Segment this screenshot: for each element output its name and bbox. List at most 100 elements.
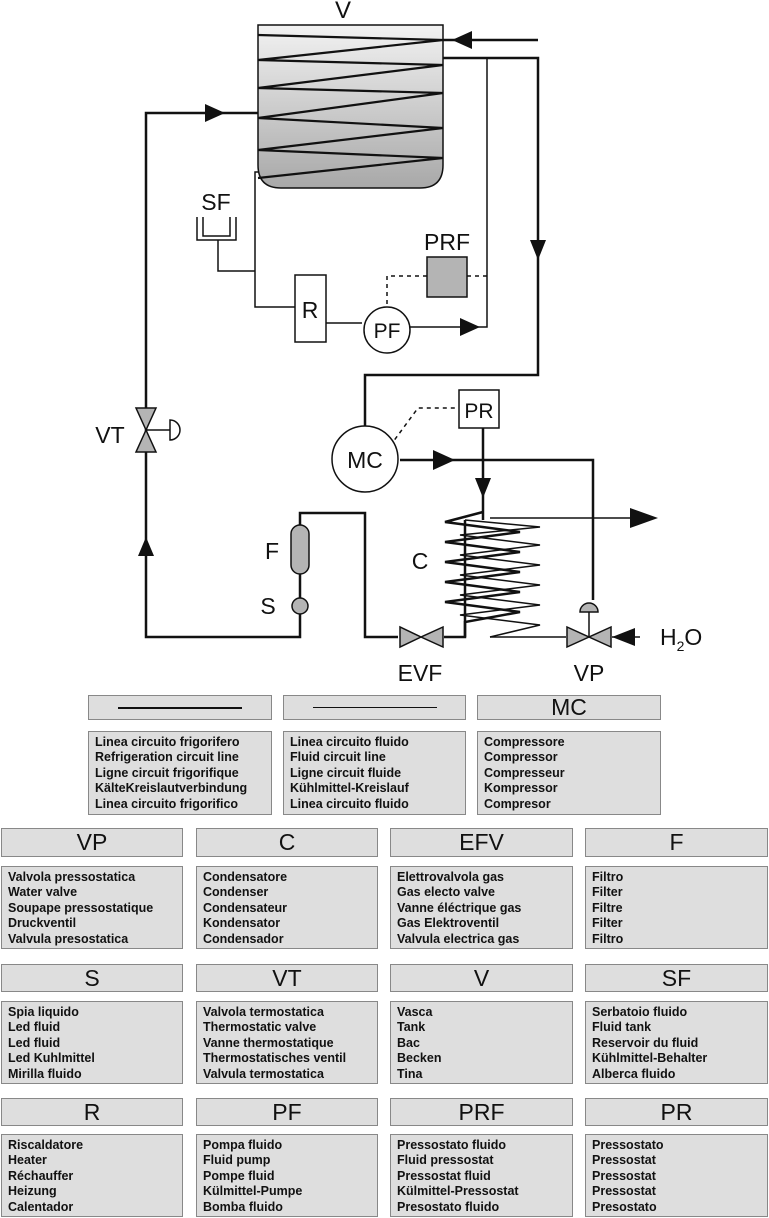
label-c: C: [412, 548, 429, 574]
arrow-pr-down: [475, 478, 491, 498]
fluid-lines: [217, 58, 655, 638]
legend-item: Led fluid: [8, 1035, 61, 1050]
arrow-outlet: [630, 508, 658, 528]
legend-item: Druckventil: [8, 916, 77, 931]
legend-header-pr: PR: [585, 1098, 768, 1126]
legend-item: Water valve: [8, 885, 78, 900]
legend-item: Riscaldatore: [8, 1138, 84, 1152]
legend-item: Külmittel-Pumpe: [203, 1184, 303, 1199]
arrow-vt-up: [138, 537, 154, 556]
label-r: R: [302, 297, 319, 323]
legend-header-s: S: [1, 964, 183, 992]
arrow-pf-out: [460, 318, 480, 336]
legend-item: Alberca fluido: [592, 1066, 676, 1081]
label-prf: PRF: [424, 229, 470, 255]
legend-item: Elettrovalvola gas: [397, 870, 504, 884]
legend-header-mc: MC: [477, 694, 661, 720]
legend-box-c: Condensatore Condenser Condensateur Kond…: [196, 866, 378, 949]
legend-item: Condensateur: [203, 900, 288, 915]
diagram-labels: V SF PRF R PF VT MC PR F S C EVF VP H2O: [95, 0, 702, 686]
legend-box-f: Filtro Filter Filtre Filter Filtro: [585, 866, 768, 949]
legend-box-efv: Elettrovalvola gas Gas electo valve Vann…: [390, 866, 573, 949]
legend-item: Fluid tank: [592, 1020, 652, 1035]
legend-box-vt: Valvola termostatica Thermostatic valve …: [196, 1001, 378, 1084]
legend-item: Calentador: [8, 1199, 74, 1214]
legend-item: Compressor: [484, 750, 558, 765]
legend-box-sf: Serbatoio fluido Fluid tank Reservoir du…: [585, 1001, 768, 1084]
legend-header-c: C: [196, 828, 378, 857]
legend-item: Soupape pressostatique: [8, 900, 154, 915]
legend-box-vp: Valvola pressostatica Water valve Soupap…: [1, 866, 183, 949]
legend-item: Linea circuito fluido: [290, 796, 409, 811]
legend-item: Valvola pressostatica: [8, 870, 136, 884]
legend-box-v: Vasca Tank Bac Becken Tina: [390, 1001, 573, 1084]
legend-item: Réchauffer: [8, 1168, 74, 1183]
legend-item: Pressostat: [592, 1153, 656, 1168]
legend-item: Mirilla fluido: [8, 1066, 82, 1081]
compressor-mc: [331, 425, 399, 493]
flow-arrows: [138, 31, 658, 646]
legend-item: Filtro: [592, 870, 624, 884]
legend-item: Pressostat: [592, 1184, 656, 1199]
legend-item: Heizung: [8, 1184, 57, 1199]
arrow-h2o-in: [612, 628, 635, 646]
legend-item: Fluid pump: [203, 1153, 271, 1168]
legend-item: Filter: [592, 916, 623, 931]
thin-line-sample: [312, 707, 437, 708]
thermostatic-valve-vt: [134, 407, 181, 453]
label-evf: EVF: [398, 660, 443, 686]
heater-r: [294, 274, 327, 343]
legend-header-r: R: [1, 1098, 183, 1126]
legend-item: Pompa fluido: [203, 1138, 283, 1152]
legend-item: Valvula termostatica: [203, 1066, 324, 1081]
legend-item: Pressostat fluid: [397, 1168, 491, 1183]
legend-item: Ligne circuit fluide: [290, 765, 402, 780]
label-pf: PF: [374, 320, 401, 343]
label-pr: PR: [464, 400, 493, 423]
legend-box-refrigeration-line: Linea circuito frigorifero Refrigeration…: [88, 731, 272, 815]
arrow-right-line: [530, 240, 546, 260]
gas-valve-evf: [399, 625, 444, 649]
legend-item: Spia liquido: [8, 1005, 79, 1019]
legend-item: Bac: [397, 1035, 420, 1050]
legend-item: Heater: [8, 1153, 47, 1168]
legend-header-prf: PRF: [390, 1098, 573, 1126]
legend-item: KälteKreislautverbindung: [95, 781, 248, 796]
prf-box: [426, 256, 468, 298]
legend-item: Fluid circuit line: [290, 750, 386, 765]
legend-item: Pressostat: [592, 1168, 656, 1183]
legend-item: Linea circuito fluido: [290, 735, 409, 749]
label-mc: MC: [347, 447, 383, 473]
legend-item: Gas Elektroventil: [397, 916, 500, 931]
legend-item: Condensador: [203, 931, 284, 946]
legend-item: Filter: [592, 885, 623, 900]
legend-item: Gas electo valve: [397, 885, 495, 900]
legend-item: Thermostatisches ventil: [203, 1051, 347, 1066]
legend-item: Fluid pressostat: [397, 1153, 494, 1168]
legend-header-pf: PF: [196, 1098, 378, 1126]
legend-item: Thermostatic valve: [203, 1020, 317, 1035]
label-vp: VP: [574, 660, 605, 686]
legend-header-f: F: [585, 828, 768, 857]
legend-header-v: V: [390, 964, 573, 992]
legend-item: Reservoir du fluid: [592, 1035, 699, 1050]
arrow-mc-out: [433, 450, 455, 470]
label-f: F: [265, 538, 279, 564]
legend-box-pf: Pompa fluido Fluid pump Pompe fluid Külm…: [196, 1134, 378, 1217]
legend-item: Filtre: [592, 900, 623, 915]
legend-box-prf: Pressostato fluido Fluid pressostat Pres…: [390, 1134, 573, 1217]
arrow-top: [452, 31, 472, 49]
legend-item: Kühlmittel-Kreislauf: [290, 781, 409, 796]
legend-item: Filtro: [592, 931, 624, 946]
label-s: S: [260, 593, 275, 619]
legend-header-fluid-line: [283, 695, 466, 720]
legend-item: Kondensator: [203, 916, 281, 931]
filter-f: [290, 524, 310, 575]
legend-item: Külmittel-Pressostat: [397, 1184, 519, 1199]
legend-item: Linea circuito frigorifico: [95, 796, 239, 811]
legend-item: Compressore: [484, 735, 565, 749]
pump-pf: [363, 306, 411, 354]
legend-box-mc: Compressore Compressor Compresseur Kompr…: [477, 731, 661, 815]
legend-item: Condensatore: [203, 870, 288, 884]
legend-item: Tank: [397, 1020, 426, 1035]
